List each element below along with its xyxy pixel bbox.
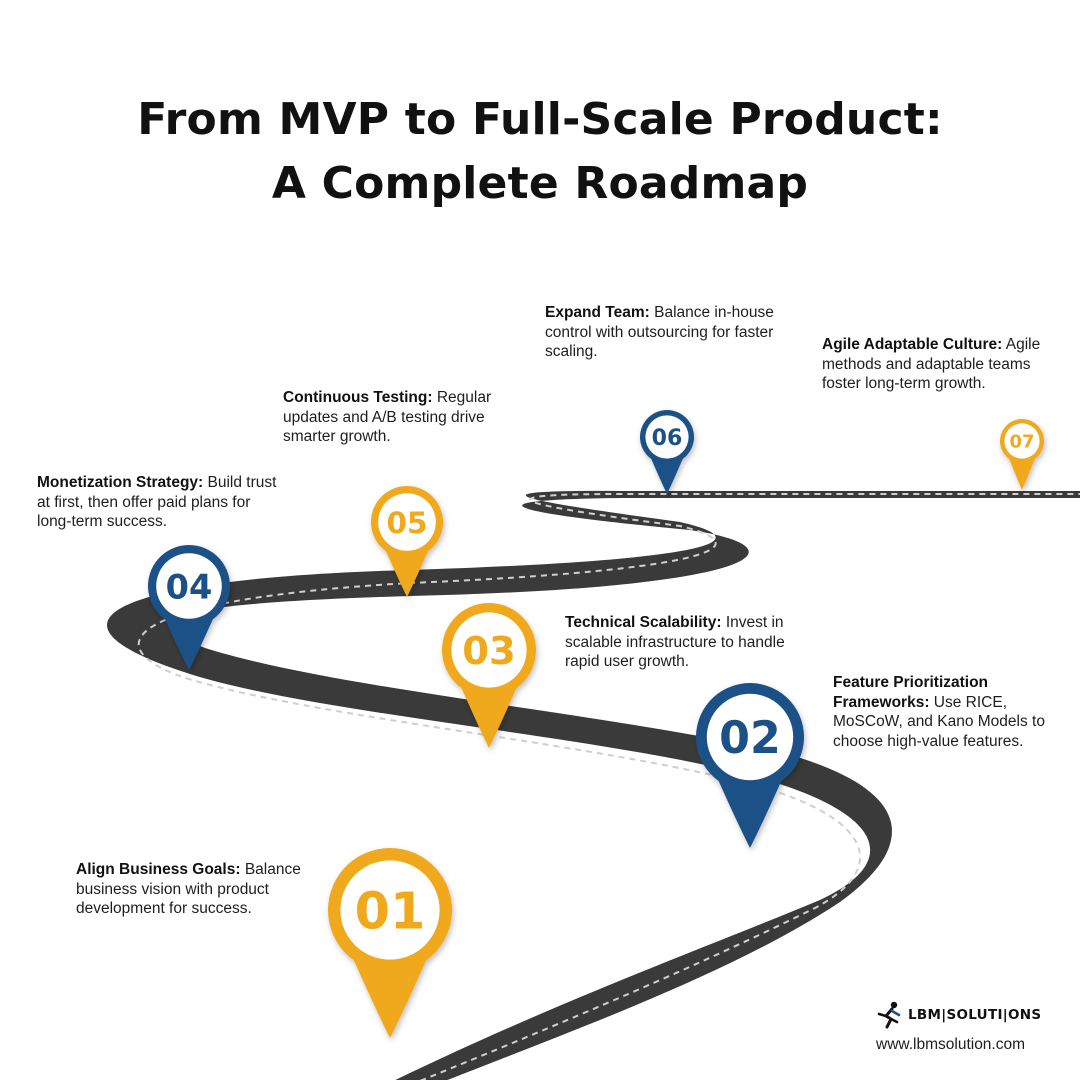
- road-center-line: [137, 493, 1080, 1080]
- step-03-description: Technical Scalability: Invest in scalabl…: [565, 613, 793, 672]
- step-02-description: Feature Prioritization Frameworks: Use R…: [833, 673, 1073, 751]
- pin-number-02: 02: [719, 713, 781, 764]
- pin-face-06: [645, 415, 689, 459]
- step-01-description: Align Business Goals: Balance business v…: [76, 860, 324, 919]
- step-02-text: Use RICE, MoSCoW, and Kano Models to cho…: [833, 693, 1045, 750]
- pin-number-01: 01: [355, 882, 426, 941]
- step-05-description: Continuous Testing: Regular updates and …: [283, 388, 523, 447]
- pin-marker-01: 01: [328, 847, 452, 1038]
- brand-logo: LBM|SOLUTI|ONS: [874, 1000, 1041, 1030]
- pin-number-05: 05: [386, 506, 427, 540]
- step-07-description: Agile Adaptable Culture: Agile methods a…: [822, 335, 1072, 394]
- pin-marker-05: 05: [371, 486, 443, 597]
- pin-face-03: [451, 612, 527, 688]
- pin-marker-02: 02: [696, 683, 804, 848]
- step-06-heading: Expand Team:: [545, 304, 650, 321]
- step-05-heading: Continuous Testing:: [283, 389, 433, 406]
- step-06-description: Expand Team: Balance in-house control wi…: [545, 303, 795, 362]
- pin-number-03: 03: [462, 629, 516, 674]
- pin-marker-07: 07: [1000, 419, 1044, 490]
- pin-face-07: [1004, 423, 1040, 459]
- pin-marker-06: 06: [640, 409, 694, 494]
- step-07-heading: Agile Adaptable Culture:: [822, 336, 1003, 353]
- pin-number-07: 07: [1009, 432, 1034, 453]
- runner-logo-icon: [877, 1001, 901, 1029]
- step-03-text: Invest in scalable infrastructure to han…: [565, 614, 785, 670]
- road: [107, 490, 1080, 1080]
- step-04-text: Build trust at first, then offer paid pl…: [37, 474, 277, 530]
- step-03-heading: Technical Scalability:: [565, 614, 722, 631]
- pin-face-04: [156, 553, 222, 619]
- step-06-text: Balance in-house control with outsourcin…: [545, 304, 774, 360]
- step-05-text: Regular updates and A/B testing drive sm…: [283, 389, 492, 445]
- page-title-line-2: A Complete Roadmap: [271, 158, 809, 209]
- pin-marker-04: 04: [147, 545, 230, 670]
- step-01-text: Balance business vision with product dev…: [76, 861, 301, 917]
- step-07-text: Agile methods and adaptable teams foster…: [822, 336, 1041, 392]
- brand-name: LBM|SOLUTI|ONS: [908, 1007, 1042, 1023]
- page-title-line-1: From MVP to Full-Scale Product:: [137, 94, 943, 145]
- website-url: www.lbmsolution.com: [876, 1036, 1026, 1053]
- step-04-description: Monetization Strategy: Build trust at fi…: [37, 473, 277, 532]
- step-01-heading: Align Business Goals:: [76, 861, 241, 878]
- pin-face-05: [378, 493, 436, 551]
- step-04-heading: Monetization Strategy:: [37, 474, 204, 491]
- pin-number-06: 06: [652, 425, 683, 451]
- pin-number-04: 04: [166, 567, 213, 606]
- pin-marker-03: 03: [442, 602, 536, 748]
- pin-face-01: [340, 860, 440, 960]
- step-02-heading: Feature Prioritization Frameworks:: [833, 674, 989, 711]
- pin-face-02: [706, 693, 794, 781]
